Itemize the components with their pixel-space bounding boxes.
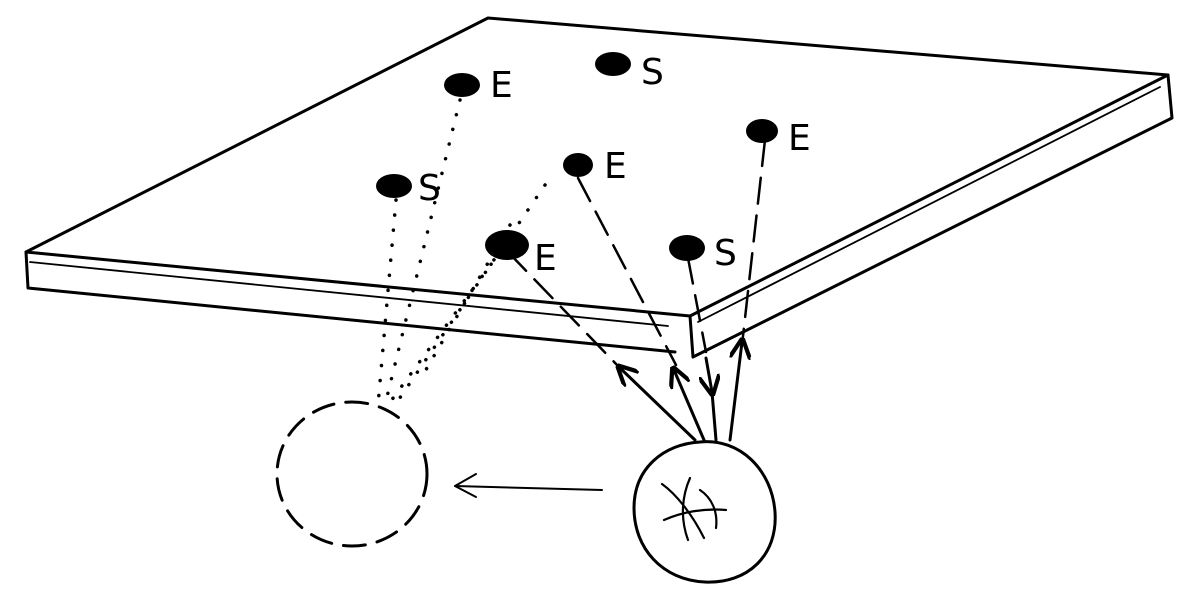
dashed-sightlines	[506, 138, 767, 368]
slab	[24, 16, 1174, 359]
slab-inner-edge-right	[697, 86, 1161, 323]
globe-marking	[660, 476, 728, 542]
dotted-line-e-top-left	[383, 98, 462, 407]
label-s-front: S	[714, 233, 737, 274]
dot-e-right	[746, 119, 778, 143]
dot-e-top-left	[444, 73, 480, 97]
dashed-line-e-mid	[576, 176, 678, 367]
globe-outline	[632, 440, 777, 584]
slab-front-edge	[24, 250, 677, 354]
dot-s-mid-left	[376, 174, 412, 198]
slab-inner-edge	[29, 261, 669, 327]
label-s-top: S	[641, 52, 664, 93]
arrow-from-s-front	[706, 356, 712, 392]
labels: S E S E E E S	[418, 52, 811, 279]
arrow-to-e-right	[728, 342, 742, 442]
observer-arrows	[620, 342, 742, 442]
dots	[376, 52, 778, 261]
dotted-line-s-mid-left	[376, 198, 398, 407]
slab-corner-edge	[688, 314, 695, 359]
dashed-line-e-front	[506, 250, 620, 368]
ghost-observer-circle	[275, 400, 429, 548]
arrow-to-e-front	[620, 368, 697, 442]
arrow-to-e-mid	[674, 370, 706, 442]
label-e-front: E	[534, 238, 557, 279]
dashed-line-s-front	[686, 256, 708, 354]
dot-e-front	[485, 230, 529, 260]
label-e-top-left: E	[490, 65, 513, 106]
dashed-line-e-right	[740, 138, 767, 347]
observer-globe	[632, 440, 777, 584]
label-e-right: E	[788, 118, 811, 159]
dotted-line-e-mid	[393, 183, 547, 407]
label-e-mid: E	[604, 146, 627, 187]
label-s-mid-left: S	[418, 168, 441, 209]
arrow-s-front-link	[710, 390, 718, 442]
slab-right-edge	[691, 73, 1174, 359]
motion-arrow	[454, 473, 603, 498]
dot-s-top	[595, 52, 631, 76]
dot-e-mid	[563, 153, 593, 177]
dot-s-front	[669, 235, 705, 261]
